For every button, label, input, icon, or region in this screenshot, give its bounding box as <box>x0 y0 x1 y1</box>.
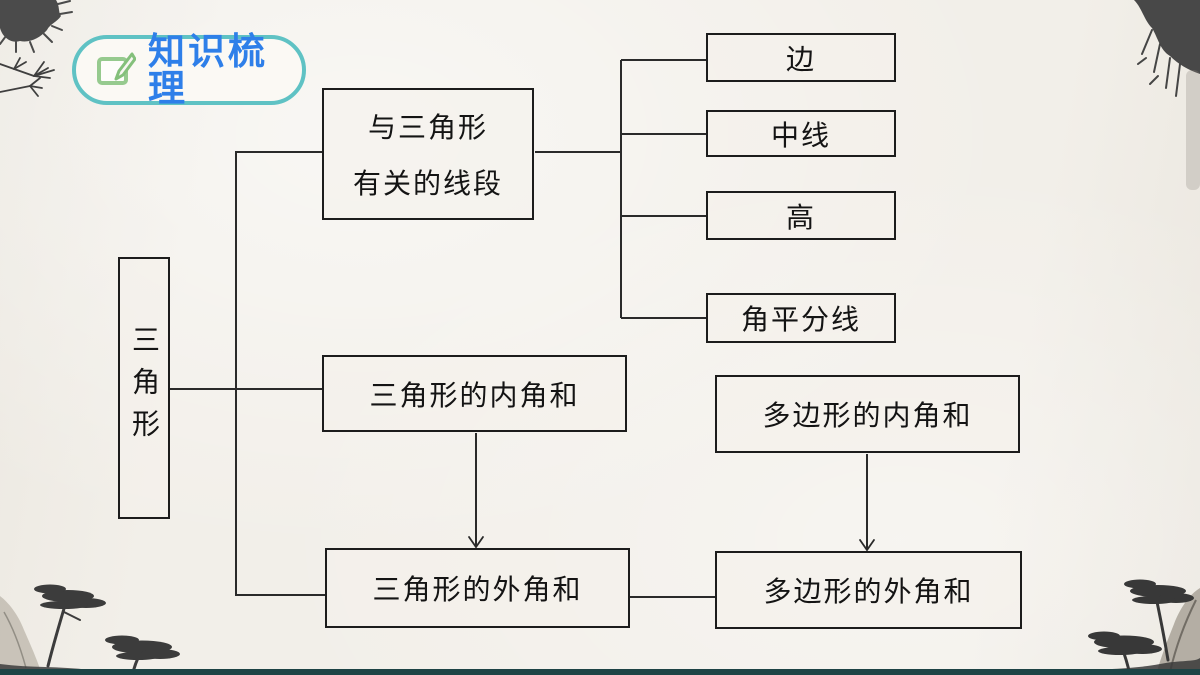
ink-blob-top-left-icon <box>0 0 73 97</box>
bottom-accent-bar <box>0 669 1200 675</box>
node-angle-bisector: 角平分线 <box>706 293 896 343</box>
node-triangle-exterior-angle-sum: 三角形的外角和 <box>325 548 630 628</box>
node-side: 边 <box>706 33 896 82</box>
trunk-line <box>235 151 325 596</box>
node-altitude: 高 <box>706 191 896 240</box>
ink-pines-bottom-right-icon <box>1060 579 1200 675</box>
tri-arrowhead-icon <box>468 536 484 549</box>
node-triangle-exterior-label: 三角形的外角和 <box>372 574 583 605</box>
node-polygon-exterior-angle-sum: 多边形的外角和 <box>715 551 1022 629</box>
node-segments-label-line1: 与三角形 <box>367 112 488 143</box>
node-angle-bisector-label: 角平分线 <box>740 304 861 335</box>
ink-branches-top-right-icon <box>1134 0 1200 190</box>
node-polygon-exterior-label: 多边形的外角和 <box>763 576 974 607</box>
node-polygon-interior-label: 多边形的内角和 <box>762 400 973 431</box>
pencil-square-icon <box>96 52 137 88</box>
node-median: 中线 <box>706 110 896 157</box>
node-triangle-related-segments: 与三角形 有关的线段 <box>322 88 534 220</box>
knowledge-review-badge: 知识梳理 <box>72 31 306 109</box>
node-side-label: 边 <box>785 43 816 75</box>
badge-label: 知识梳理 <box>148 31 268 109</box>
ink-pines-bottom-left-icon <box>0 584 205 675</box>
node-triangle-interior-label: 三角形的内角和 <box>369 379 580 411</box>
node-segments-label-line2: 有关的线段 <box>352 168 503 199</box>
node-polygon-interior-angle-sum: 多边形的内角和 <box>715 375 1020 453</box>
node-median-label: 中线 <box>770 119 831 151</box>
node-triangle: 三角形 <box>118 257 170 519</box>
node-triangle-label: 三角形 <box>129 325 160 451</box>
node-altitude-label: 高 <box>785 201 816 233</box>
node-triangle-interior-angle-sum: 三角形的内角和 <box>322 355 627 432</box>
poly-arrowhead-icon <box>859 539 875 552</box>
